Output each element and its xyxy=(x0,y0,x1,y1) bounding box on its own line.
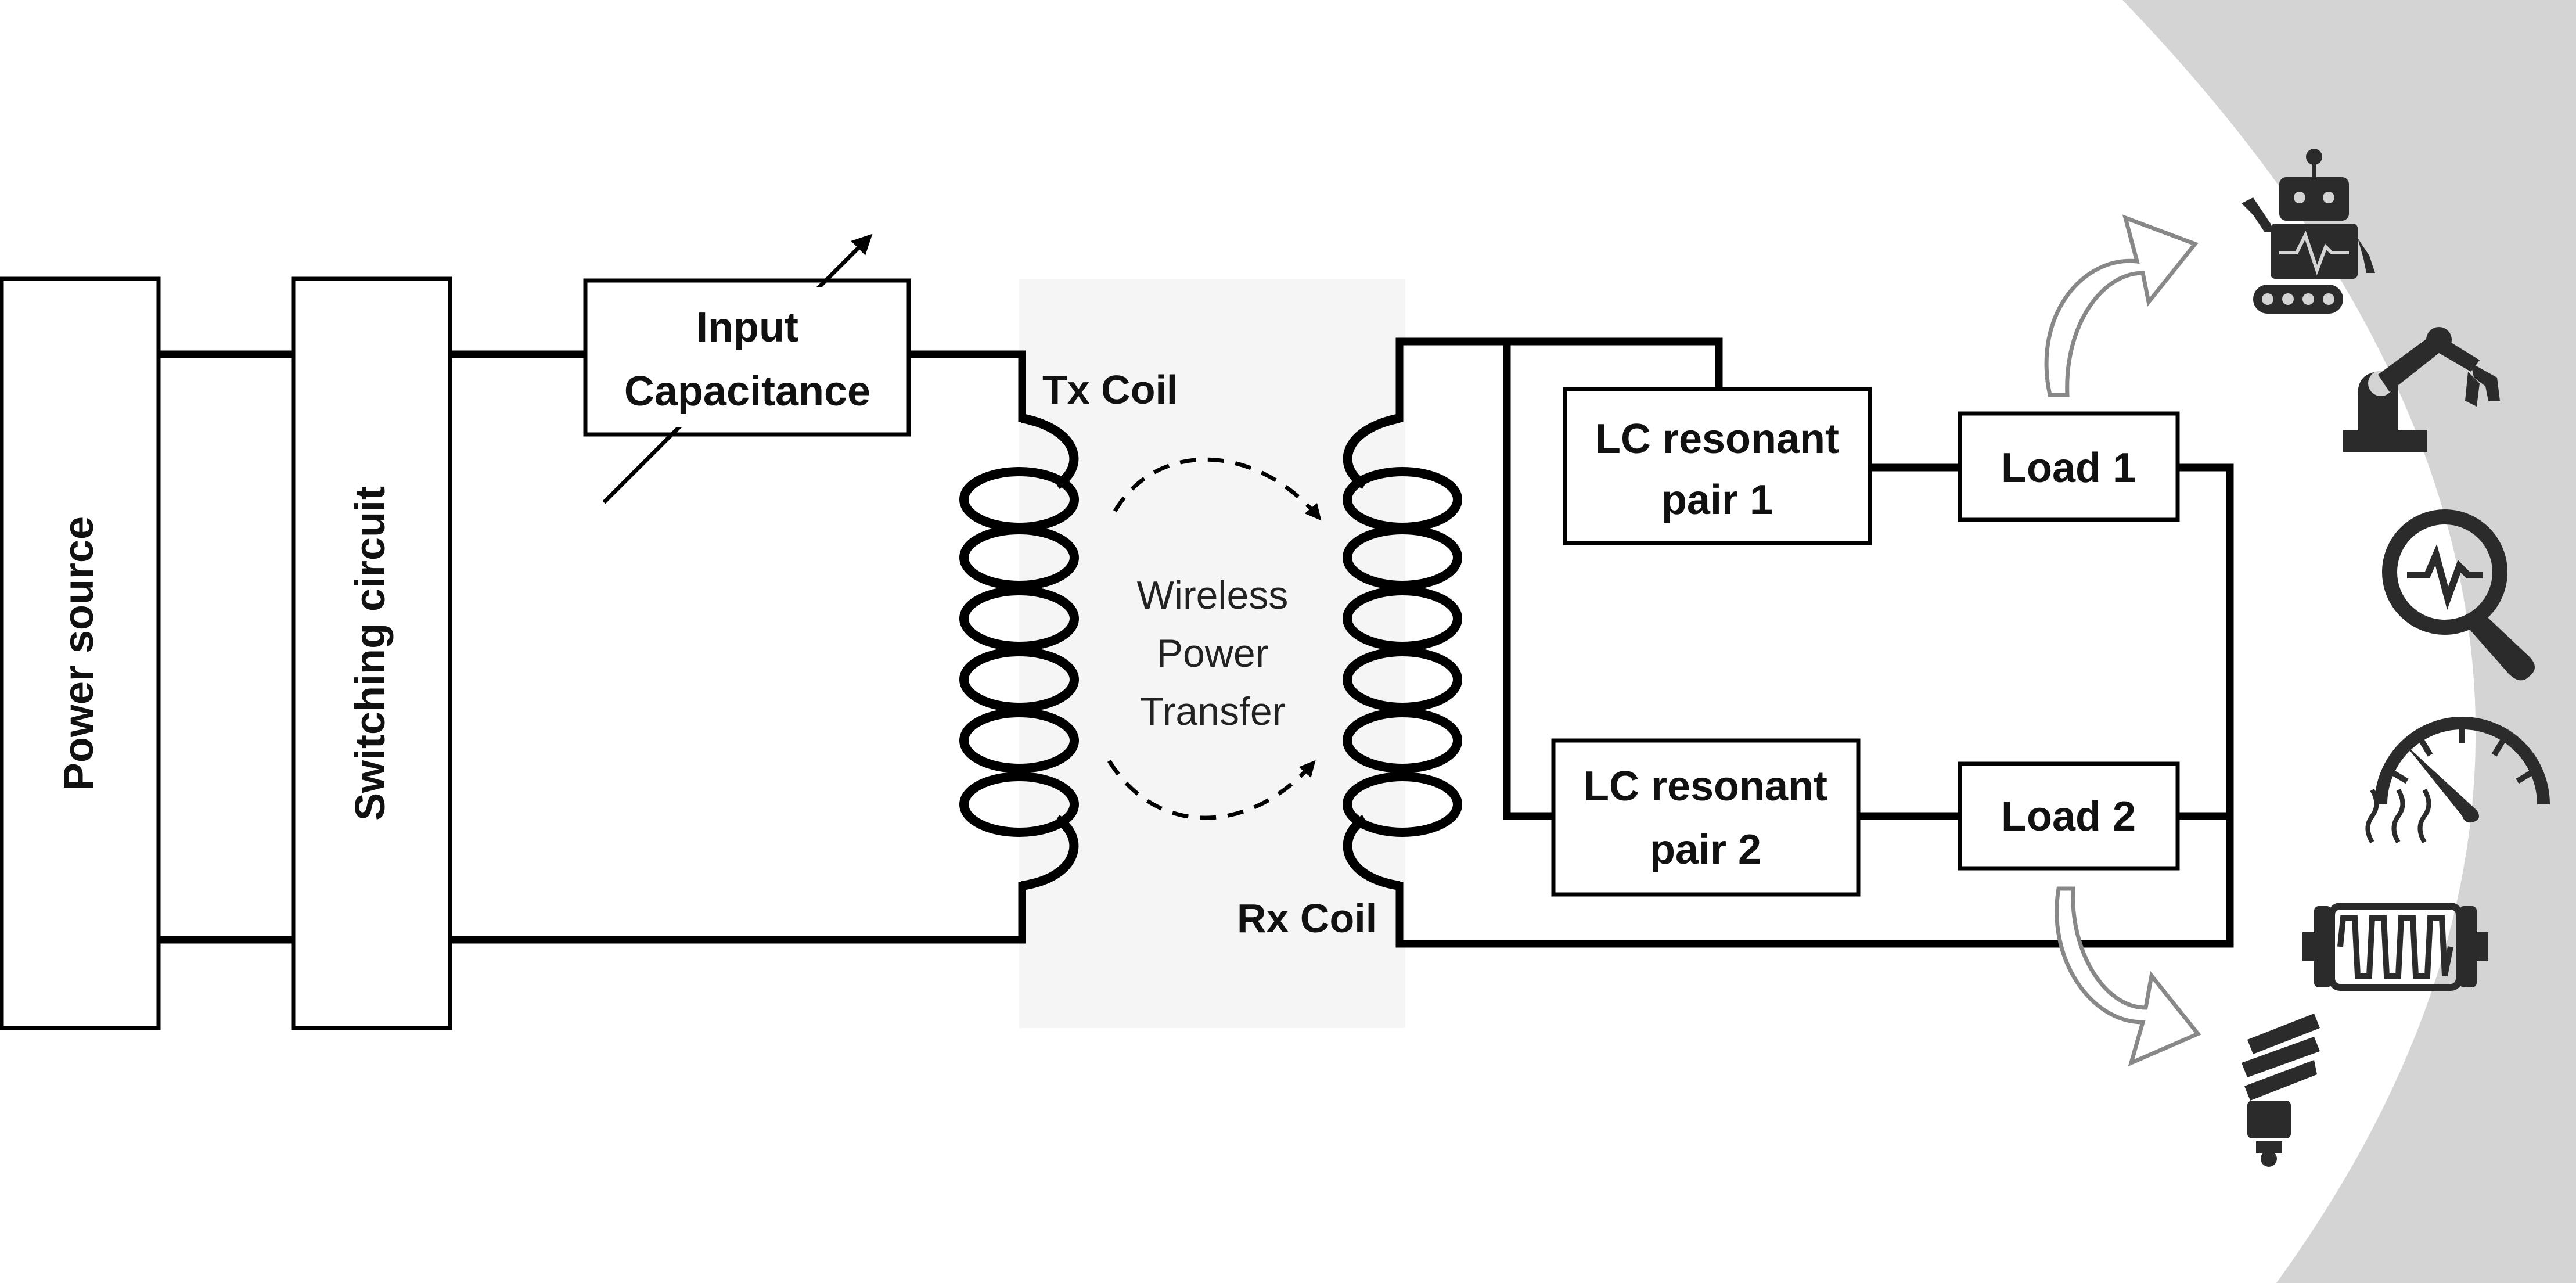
wpt-label-2: Power xyxy=(1157,631,1269,675)
tx-coil xyxy=(959,414,1079,890)
lc-pair-1-label-1: LC resonant xyxy=(1595,416,1839,462)
lc-pair-1-label-2: pair 1 xyxy=(1661,477,1773,523)
gauge-icon xyxy=(2374,717,2550,823)
lc-resonant-pair-1-block xyxy=(1563,387,1872,545)
application-arrow-bottom xyxy=(2055,886,2201,1067)
tx-coil-label: Tx Coil xyxy=(1042,367,1178,412)
input-capacitance-label-1: Input xyxy=(696,304,798,351)
power-source-block xyxy=(0,276,161,1030)
load-2-label: Load 2 xyxy=(2001,793,2136,840)
wireless-transfer-region xyxy=(1019,279,1405,1028)
heater-icon xyxy=(2302,788,2488,991)
load-1-block xyxy=(1958,411,2180,522)
rx-coil xyxy=(1343,414,1462,890)
rx-coil-label: Rx Coil xyxy=(1237,896,1377,941)
application-arrow-top xyxy=(2044,214,2199,397)
wiring xyxy=(153,337,2234,948)
wpt-label-1: Wireless xyxy=(1137,573,1289,617)
lc-pair-2-label-2: pair 2 xyxy=(1650,826,1761,873)
signal-magnifier-icon xyxy=(2382,509,2535,681)
power-source-label: Power source xyxy=(56,516,102,790)
lc-resonant-pair-2-block xyxy=(1551,738,1861,897)
load-1-label: Load 1 xyxy=(2001,445,2136,491)
lightbulb-icon xyxy=(2242,1014,2320,1167)
switching-circuit-label: Switching circuit xyxy=(347,486,394,821)
lc-pair-2-label-1: LC resonant xyxy=(1584,763,1827,810)
load-2-block xyxy=(1958,761,2180,871)
switching-circuit-block xyxy=(291,276,452,1030)
wpt-arc-top xyxy=(1113,457,1322,521)
wpt-arc-bottom xyxy=(1107,760,1316,820)
input-capacitance-label-bg xyxy=(592,287,900,427)
input-capacitance-label-2: Capacitance xyxy=(624,368,870,415)
wpt-label-3: Transfer xyxy=(1140,689,1286,734)
robot-icon xyxy=(2242,149,2375,314)
robotic-arm-icon xyxy=(2343,327,2500,452)
